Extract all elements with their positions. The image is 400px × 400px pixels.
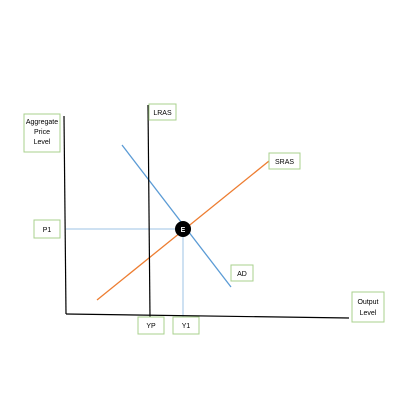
x-axis-label: Output Level — [351, 291, 385, 323]
sras-label: SRAS — [268, 152, 301, 170]
ad-curve — [121, 144, 232, 288]
equilibrium-point: E — [175, 221, 191, 237]
sras-label-text: SRAS — [275, 159, 294, 166]
p1-label: P1 — [33, 219, 61, 239]
y-axis-label-line3: Level — [34, 139, 51, 146]
lras-label: LRAS — [148, 103, 177, 121]
ad-label: AD — [230, 264, 254, 282]
y-axis-label-line1: Aggregate — [26, 119, 58, 126]
ad-label-text: AD — [237, 271, 247, 278]
equilibrium-label: E — [181, 227, 186, 234]
y-axis-label: Aggregate Price Level — [23, 113, 61, 153]
x-axis — [65, 313, 350, 319]
y1-label-text: Y1 — [182, 323, 191, 330]
lras-curve — [147, 104, 151, 319]
yp-label-text: YP — [146, 323, 156, 330]
yp-label: YP — [137, 316, 165, 335]
lras-label-text: LRAS — [153, 110, 172, 117]
p1-label-text: P1 — [43, 227, 52, 234]
y-axis-label-line2: Price — [34, 129, 50, 136]
y1-label: Y1 — [172, 316, 200, 335]
y-axis — [63, 115, 67, 315]
x-axis-label-line2: Level — [360, 310, 377, 317]
x-axis-label-line1: Output — [357, 299, 378, 306]
